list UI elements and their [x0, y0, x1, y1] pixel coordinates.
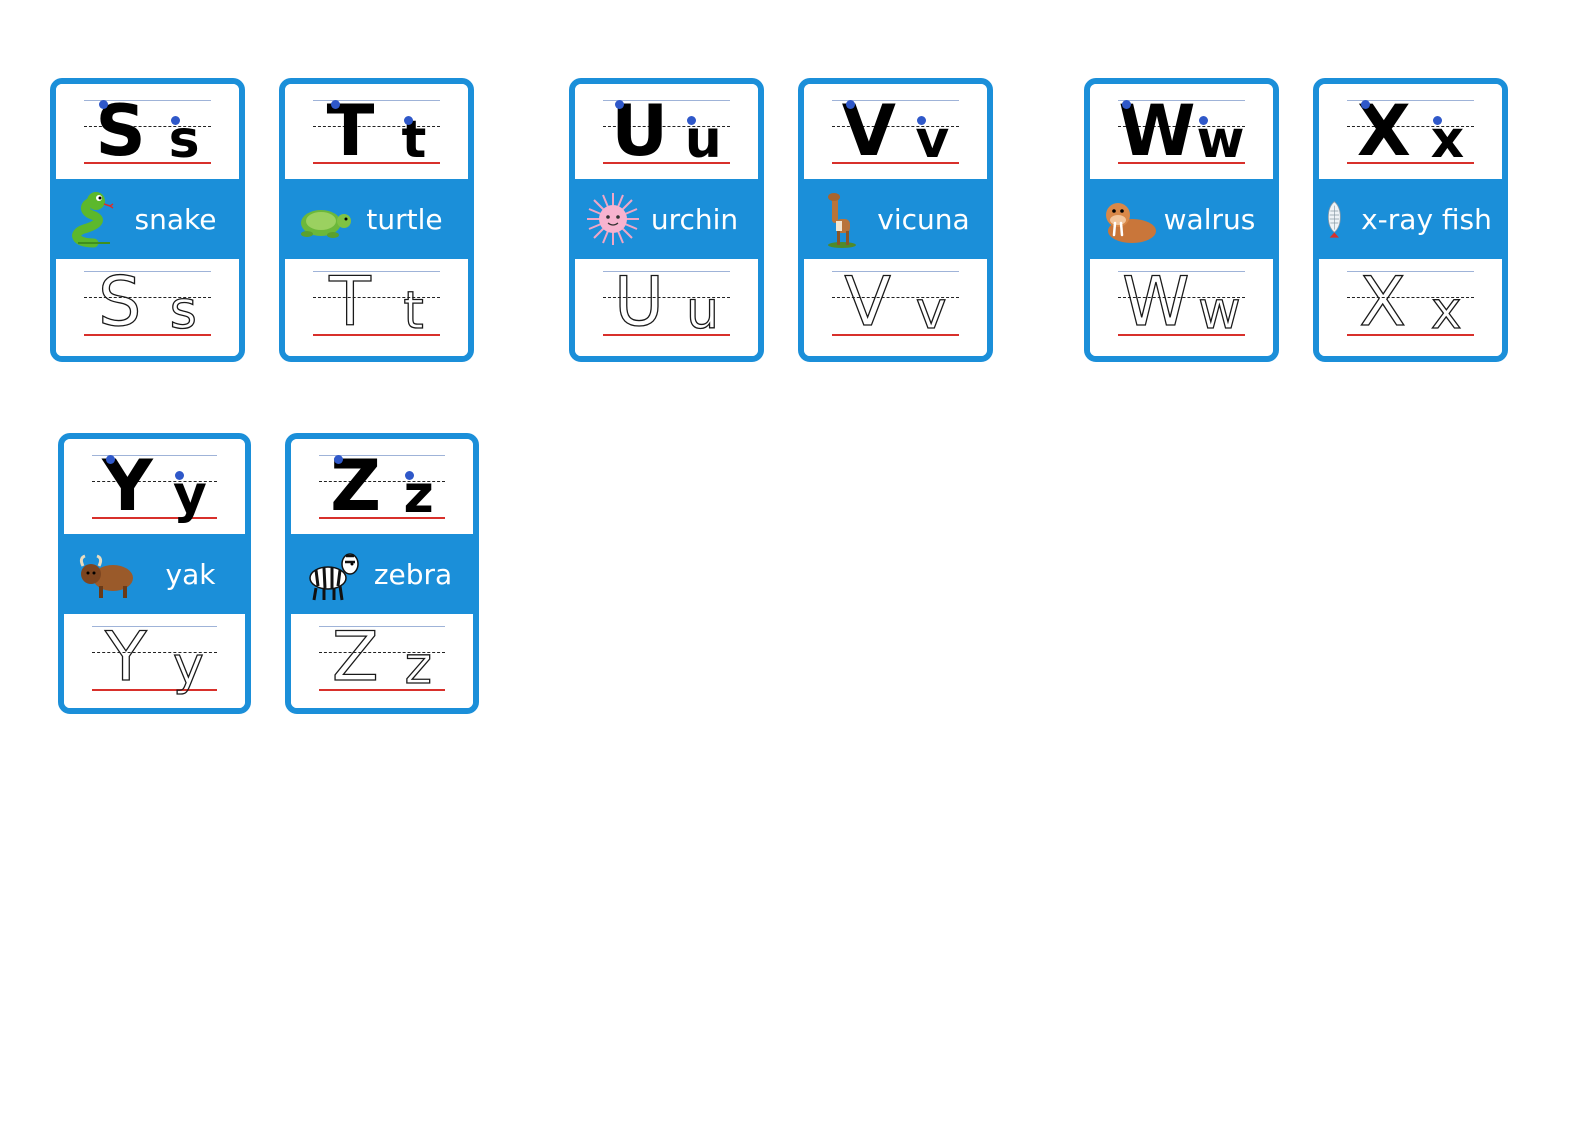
letter-display: Z z	[291, 439, 473, 534]
xray-fish-icon	[1327, 201, 1341, 238]
word-band: urchin	[575, 179, 758, 259]
walrus-icon	[1106, 203, 1156, 243]
word-label: vicuna	[877, 202, 970, 236]
stroke-start-dot	[686, 116, 696, 125]
lowercase-letter: x	[1430, 110, 1465, 170]
lowercase-letter: w	[1196, 110, 1245, 170]
word-label: zebra	[373, 557, 453, 591]
stroke-start-dot	[1122, 100, 1132, 109]
word-band: walrus	[1090, 179, 1273, 259]
stroke-start-dot	[1432, 116, 1442, 125]
uppercase-letter: V	[841, 90, 896, 172]
letter-display: S s	[56, 84, 239, 179]
word-band: x-ray fish	[1319, 179, 1502, 259]
uppercase-letter: Y	[102, 445, 153, 527]
letter-display: W w	[1090, 84, 1273, 179]
word-label: walrus	[1163, 202, 1256, 236]
word-band: yak	[64, 534, 245, 614]
flashcard-s: S s snake S s	[50, 78, 245, 362]
letter-display: Y y	[64, 439, 245, 534]
lowercase-letter: v	[915, 110, 950, 170]
word-band: vicuna	[804, 179, 987, 259]
trace-lowercase: s	[169, 281, 197, 341]
word-label: x-ray fish	[1361, 202, 1492, 236]
trace-lowercase: x	[1430, 281, 1462, 341]
uppercase-letter: X	[1356, 90, 1411, 172]
vicuna-icon	[828, 193, 856, 248]
letter-display: X x	[1319, 84, 1502, 179]
flashcard-y: Y y yak Y y	[58, 433, 251, 714]
trace-lowercase: v	[915, 281, 947, 341]
word-band: turtle	[285, 179, 468, 259]
tracing-area: W w	[1090, 259, 1273, 356]
flashcard-t: T t turtle T t	[279, 78, 474, 362]
tracing-area: Z z	[291, 614, 473, 708]
tracing-area: T t	[285, 259, 468, 356]
trace-uppercase: U	[613, 263, 664, 342]
uppercase-letter: T	[326, 90, 375, 172]
turtle-icon	[301, 210, 351, 238]
yak-icon	[79, 554, 133, 598]
stroke-start-dot	[99, 100, 109, 109]
word-label: turtle	[366, 202, 443, 236]
trace-lowercase: w	[1198, 281, 1242, 341]
stroke-start-dot	[106, 455, 116, 464]
stroke-start-dot	[403, 116, 413, 125]
trace-lowercase: u	[685, 281, 719, 341]
trace-uppercase: W	[1122, 263, 1191, 342]
tracing-area: X x	[1319, 259, 1502, 356]
snake-icon	[72, 192, 114, 248]
tracing-area: V v	[804, 259, 987, 356]
stroke-start-dot	[405, 471, 415, 480]
word-band: zebra	[291, 534, 473, 614]
flashcard-z: Z z zebra Z z	[285, 433, 479, 714]
stroke-start-dot	[615, 100, 625, 109]
lowercase-letter: z	[403, 465, 434, 525]
urchin-icon	[587, 193, 639, 245]
lowercase-letter: y	[172, 465, 207, 525]
word-label: urchin	[650, 202, 739, 236]
uppercase-letter: Z	[330, 445, 381, 527]
flashcard-u: U u urchin U u	[569, 78, 764, 362]
trace-uppercase: X	[1359, 263, 1407, 342]
stroke-start-dot	[845, 100, 855, 109]
uppercase-letter: W	[1118, 90, 1196, 172]
trace-uppercase: S	[98, 263, 142, 342]
stroke-start-dot	[1198, 116, 1208, 125]
word-band: snake	[56, 179, 239, 259]
zebra-icon	[309, 553, 359, 601]
word-label: yak	[165, 557, 216, 591]
letter-display: U u	[575, 84, 758, 179]
trace-uppercase: T	[329, 263, 372, 342]
stroke-start-dot	[917, 116, 927, 125]
lowercase-letter: t	[401, 110, 427, 170]
uppercase-letter: S	[95, 90, 146, 172]
stroke-start-dot	[334, 455, 344, 464]
trace-uppercase: Z	[331, 618, 379, 697]
trace-uppercase: Y	[105, 618, 148, 697]
letter-display: T t	[285, 84, 468, 179]
tracing-area: U u	[575, 259, 758, 356]
lowercase-letter: u	[684, 110, 722, 170]
stroke-start-dot	[1360, 100, 1370, 109]
lowercase-letter: s	[168, 110, 200, 170]
stroke-start-dot	[170, 116, 180, 125]
trace-lowercase: y	[172, 636, 204, 696]
flashcard-v: V v vicuna V v	[798, 78, 993, 362]
stroke-start-dot	[330, 100, 340, 109]
flashcard-x: X x x-ray fish X x	[1313, 78, 1508, 362]
trace-lowercase: t	[403, 281, 425, 341]
flashcard-w: W w walrus W w	[1084, 78, 1279, 362]
tracing-area: S s	[56, 259, 239, 356]
word-label: snake	[134, 202, 217, 236]
trace-lowercase: z	[404, 636, 433, 696]
letter-display: V v	[804, 84, 987, 179]
tracing-area: Y y	[64, 614, 245, 708]
uppercase-letter: U	[611, 90, 669, 172]
trace-uppercase: V	[844, 263, 892, 342]
stroke-start-dot	[174, 471, 184, 480]
